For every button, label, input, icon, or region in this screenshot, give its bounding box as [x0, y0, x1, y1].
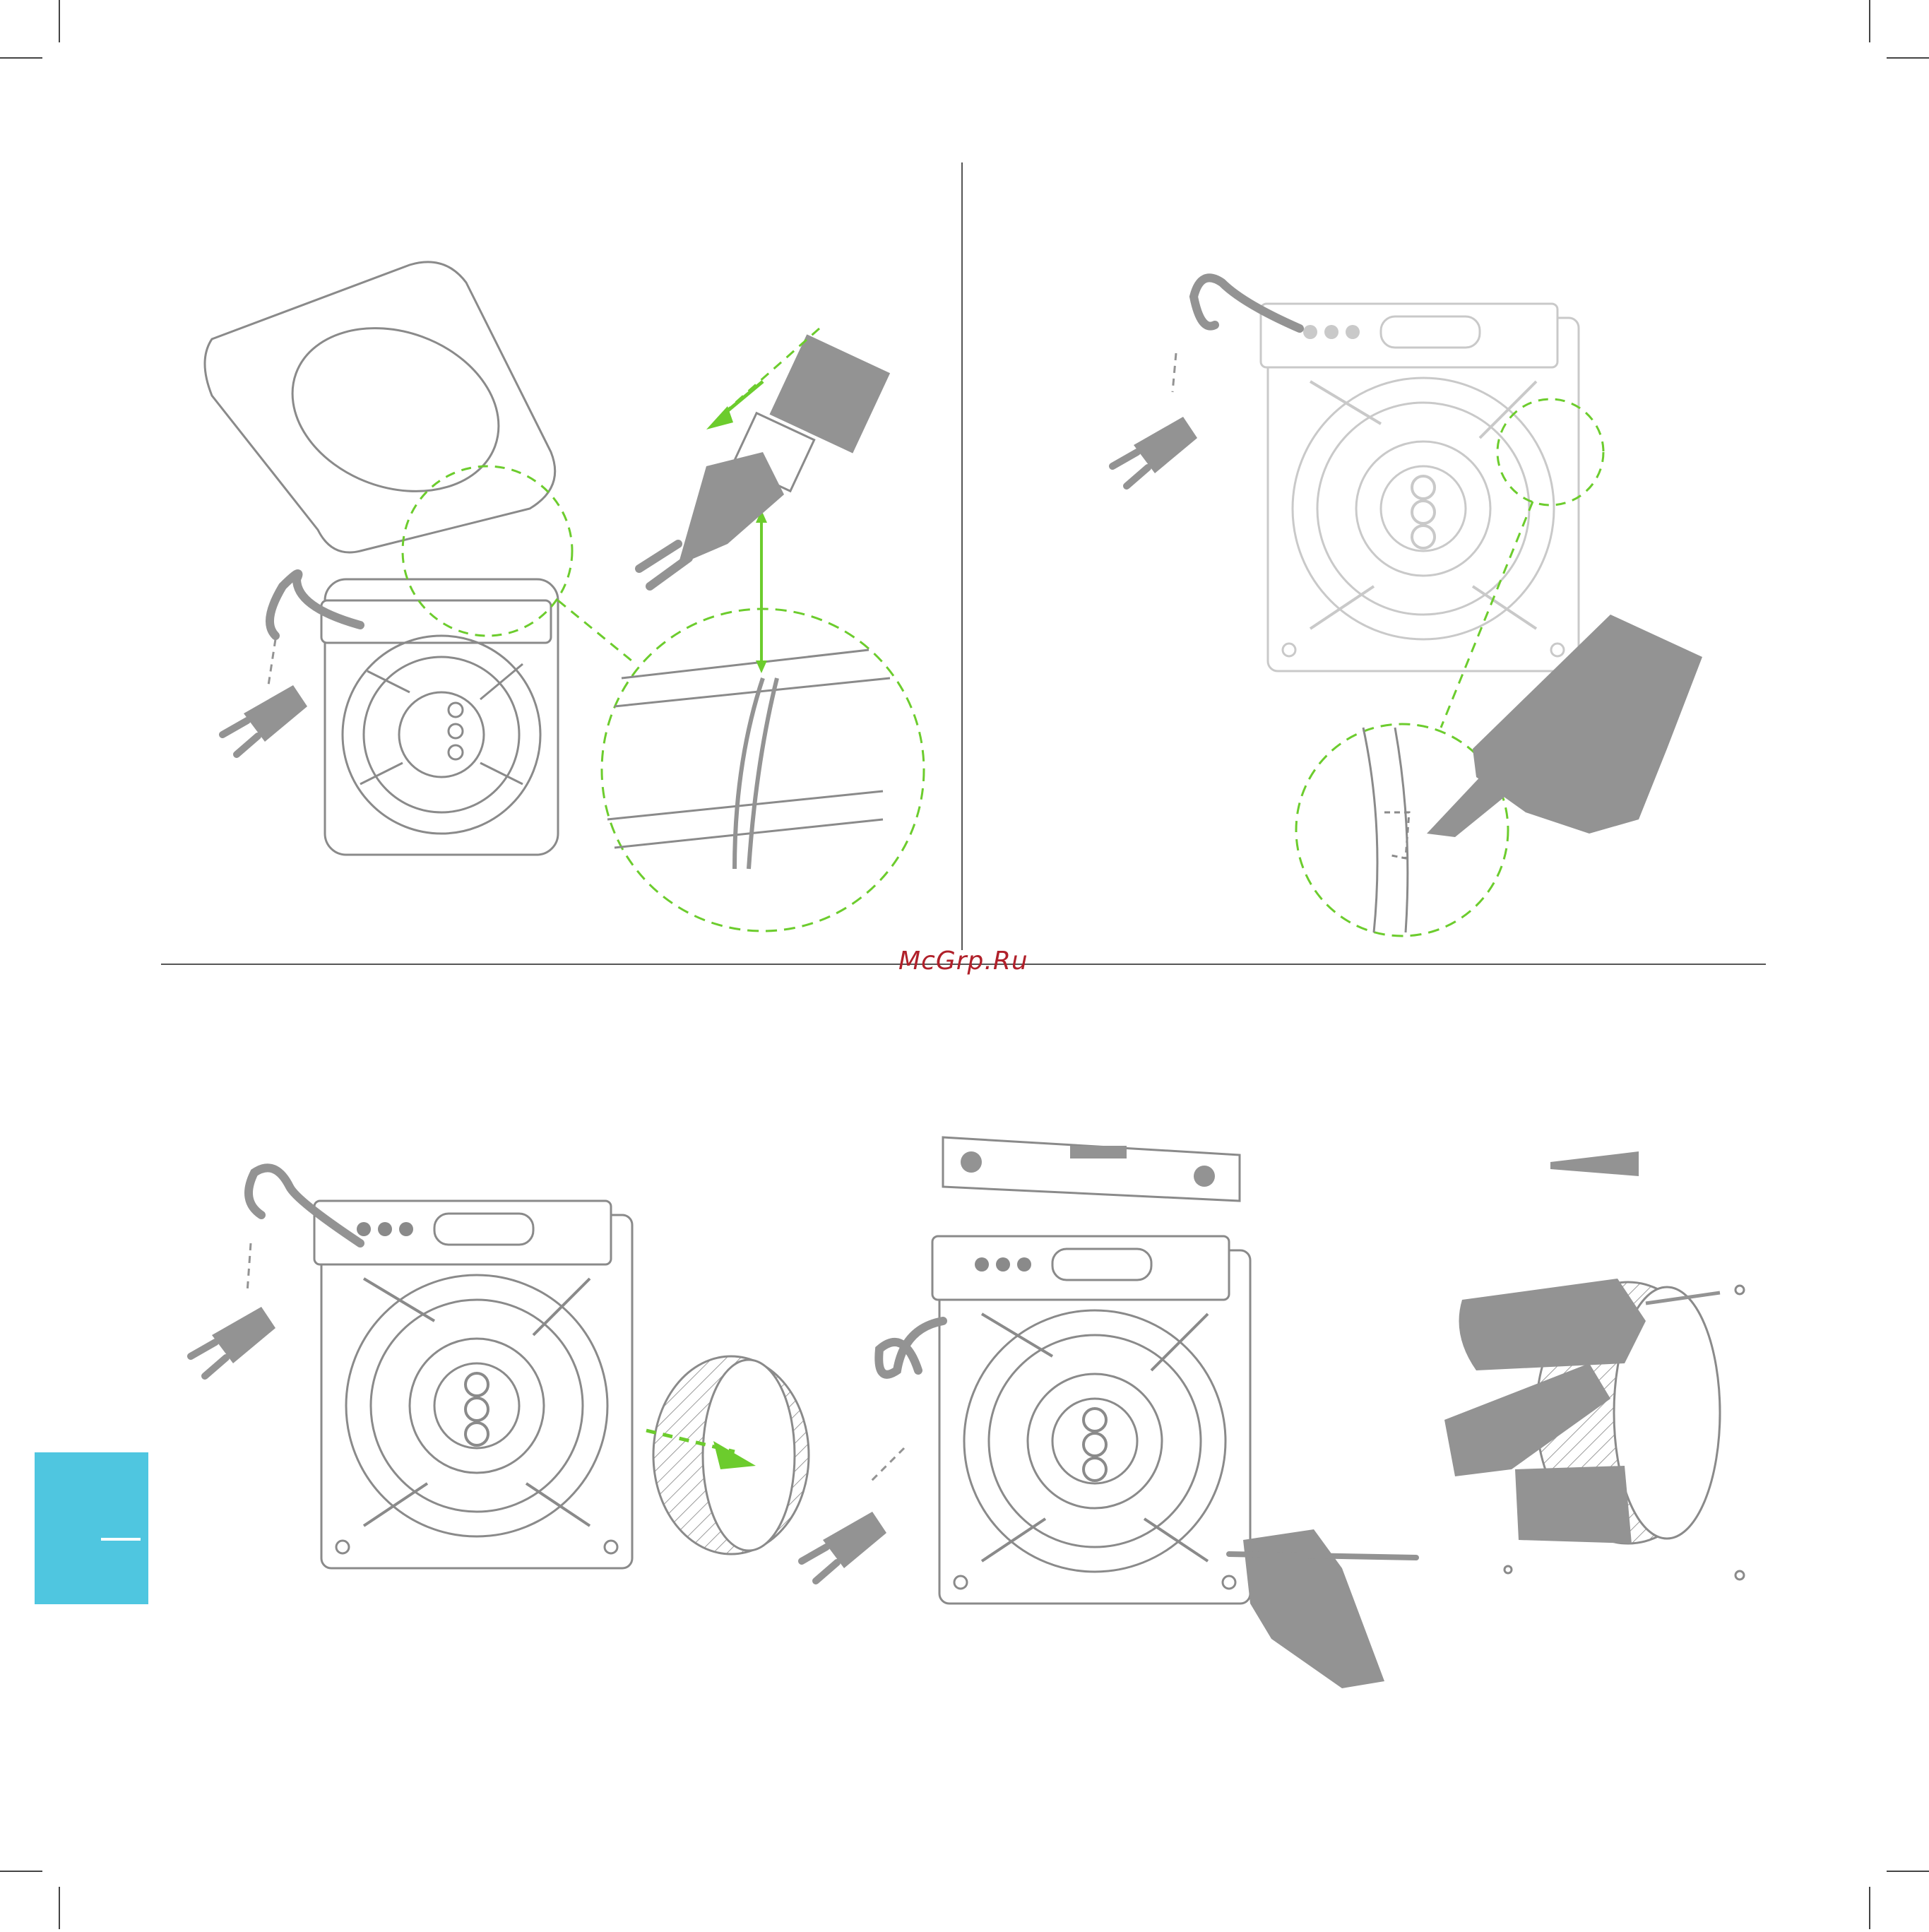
- watermark-text: McGrp.Ru: [898, 947, 1028, 976]
- plug-icon: [191, 1307, 275, 1376]
- wall-plug-icon: [1550, 1151, 1639, 1176]
- page-tab: [35, 1452, 148, 1604]
- figure-level-and-marking: [802, 1137, 1416, 1688]
- spirit-level-icon: [943, 1137, 1240, 1201]
- figure-open-fan-cover: [205, 262, 924, 931]
- plug-icon: [1112, 417, 1197, 486]
- hand-pencil-icon: [1229, 1529, 1416, 1688]
- plug-icon: [802, 1512, 886, 1581]
- tab-dash: [101, 1538, 141, 1541]
- figure-fan-into-duct: [191, 1168, 809, 1568]
- figure-cutting-knockout: [1112, 278, 1702, 936]
- figure-drilling: [1444, 1151, 1744, 1580]
- plug-icon: [222, 685, 307, 754]
